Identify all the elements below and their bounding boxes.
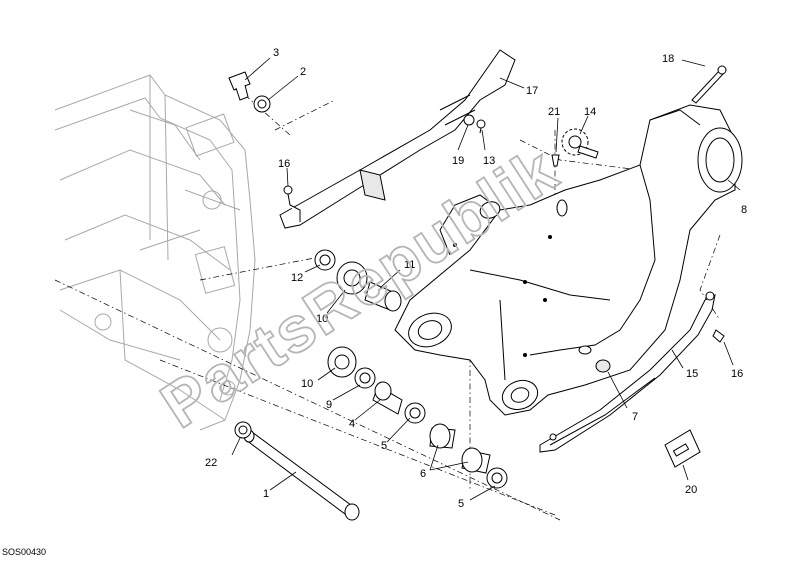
callout-labels: 1 2 3 4 5 5 6 7 8 9 10 10 11 12 13 14 15… bbox=[205, 47, 747, 510]
small-parts bbox=[228, 65, 727, 489]
callout-13: 13 bbox=[483, 155, 495, 167]
callout-17: 17 bbox=[526, 85, 538, 97]
callout-12: 12 bbox=[291, 272, 303, 284]
callout-4: 4 bbox=[349, 418, 355, 430]
frame-outline bbox=[54, 74, 256, 431]
callout-14: 14 bbox=[584, 106, 596, 118]
callout-20: 20 bbox=[685, 484, 697, 496]
callout-16-upper: 16 bbox=[278, 158, 290, 170]
callout-7: 7 bbox=[632, 411, 638, 423]
swingarm bbox=[394, 104, 743, 416]
callout-18: 18 bbox=[662, 53, 674, 65]
callout-9: 9 bbox=[326, 399, 332, 411]
callout-8: 8 bbox=[741, 204, 747, 216]
pivot-shaft bbox=[243, 429, 360, 521]
callout-10-lower: 10 bbox=[301, 378, 313, 390]
drawing-code: SOS00430 bbox=[2, 547, 47, 557]
callout-1: 1 bbox=[263, 488, 269, 500]
leader-lines bbox=[231, 57, 741, 501]
callout-10-upper: 10 bbox=[316, 313, 328, 325]
callout-2: 2 bbox=[300, 66, 306, 78]
callout-3: 3 bbox=[273, 47, 279, 59]
callout-15: 15 bbox=[686, 368, 698, 380]
callout-22: 22 bbox=[205, 457, 217, 469]
callout-6: 6 bbox=[420, 468, 426, 480]
callout-16-lower: 16 bbox=[731, 368, 743, 380]
callout-19: 19 bbox=[452, 155, 464, 167]
callout-5-lower: 5 bbox=[458, 498, 464, 510]
chain-guard bbox=[279, 49, 516, 229]
callout-21: 21 bbox=[548, 106, 560, 118]
callout-5-upper: 5 bbox=[381, 440, 387, 452]
chain-slider bbox=[539, 291, 716, 453]
callout-11: 11 bbox=[404, 259, 415, 271]
